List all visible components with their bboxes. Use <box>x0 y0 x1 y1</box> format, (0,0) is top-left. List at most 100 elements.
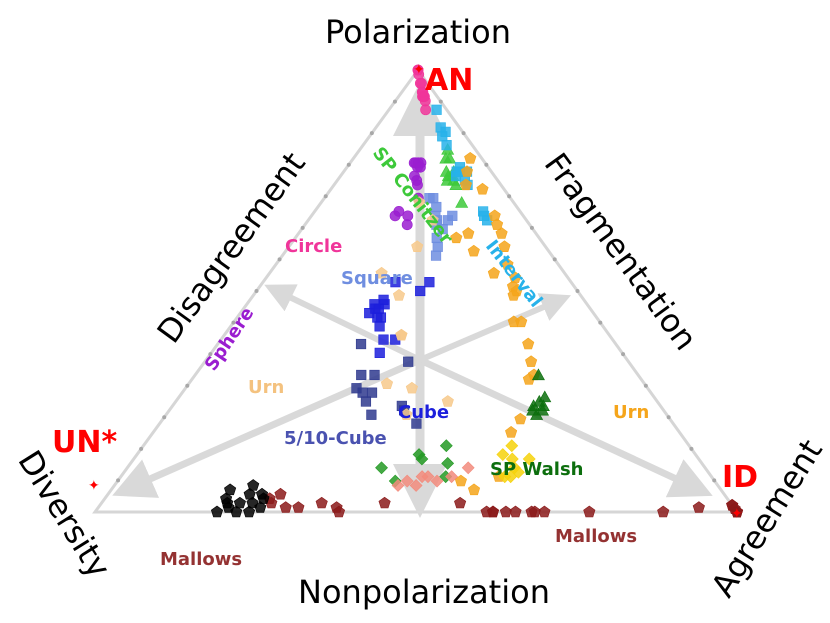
point-sphere <box>389 210 401 222</box>
cluster-label-circle: Circle <box>285 236 342 257</box>
cluster-label-sphere: Sphere <box>201 303 259 374</box>
point-cube <box>378 294 389 305</box>
point-mallows <box>583 505 596 518</box>
point-mallows <box>279 501 292 513</box>
point-mallows <box>538 505 551 518</box>
point-mallows <box>509 505 522 518</box>
point-sp-walsh <box>536 403 550 416</box>
arrow-to-upper-left <box>264 284 422 363</box>
point-un-cluster <box>210 505 224 518</box>
point-cube <box>378 334 389 345</box>
point-mallows <box>274 487 287 500</box>
frame-tick-left <box>392 99 397 104</box>
frame-tick-right <box>575 289 580 293</box>
point-yellow-diamonds <box>505 439 519 453</box>
frame-tick-right <box>712 478 717 483</box>
point-green-diamonds <box>439 439 453 453</box>
point-mallows <box>525 505 538 518</box>
point-sp-walsh <box>531 368 545 381</box>
point-interval <box>431 104 442 115</box>
point-urn <box>507 315 520 328</box>
point-cube <box>374 347 385 358</box>
point-sphere <box>402 210 414 222</box>
point-interval <box>437 131 448 142</box>
point-urn-left <box>400 408 413 420</box>
point-urn <box>505 426 518 438</box>
frame-tick-left <box>323 194 328 199</box>
point-sp-conitzer <box>443 151 457 164</box>
point-urn <box>491 218 504 230</box>
point-urn <box>498 240 511 252</box>
point-urn <box>462 227 475 239</box>
point-urn <box>522 337 535 350</box>
frame-tick-left <box>208 352 213 357</box>
point-un-cluster <box>221 496 234 509</box>
point-un-cluster <box>243 505 256 518</box>
point-salmon-diamonds <box>430 474 444 488</box>
point-mallows <box>692 501 705 513</box>
cluster-label-urn-right: Urn <box>613 402 649 423</box>
point-urn <box>467 244 480 257</box>
frame-tick-right <box>643 383 648 388</box>
point-mallows <box>332 505 346 518</box>
frame-tick-right <box>438 99 443 104</box>
point-circle <box>417 86 429 98</box>
point-un-cluster <box>230 505 243 518</box>
point-yellow-diamonds <box>498 470 512 484</box>
point-urn-left <box>426 213 439 226</box>
frame-tick-left <box>300 225 305 230</box>
arrow-to-diversity <box>112 356 422 498</box>
corner-markers: ✦ ✦ ✦ <box>88 62 743 522</box>
cluster-label-sp-walsh: SP Walsh <box>490 459 583 480</box>
frame-tick-right <box>621 352 626 357</box>
cluster-label-urn-left: Urn <box>248 377 284 398</box>
point-circle <box>420 104 432 116</box>
point-5-10-cube <box>360 396 372 407</box>
point-urn <box>450 231 463 244</box>
point-urn <box>510 284 523 297</box>
point-urn <box>476 182 489 195</box>
point-salmon-diamonds <box>409 479 423 492</box>
frame-tick-right <box>598 320 603 325</box>
point-circle <box>412 64 424 76</box>
cluster-label-square: Square <box>341 268 413 289</box>
frame-tick-right <box>529 225 534 230</box>
frame-tick-left <box>369 131 374 136</box>
point-mallows <box>292 501 305 513</box>
point-urn <box>525 355 538 367</box>
point-square <box>430 250 442 261</box>
point-sphere <box>414 161 426 173</box>
frame-tick-left <box>231 320 236 325</box>
point-urn <box>501 258 514 270</box>
point-mallows <box>315 496 328 509</box>
point-5-10-cube <box>411 418 422 429</box>
point-sphere <box>412 179 423 191</box>
point-un-cluster <box>233 496 246 509</box>
point-un-cluster <box>254 501 267 513</box>
point-urn-left <box>392 289 406 301</box>
point-interval <box>441 140 452 151</box>
point-5-10-cube <box>351 383 362 394</box>
axis-title-bottom-left: Diversity <box>10 444 118 585</box>
point-mallows <box>730 505 744 518</box>
point-salmon-diamonds <box>461 461 475 475</box>
cluster-label-mallows-right: Mallows <box>555 526 637 547</box>
point-urn-left <box>441 395 454 407</box>
point-salmon-diamonds <box>445 470 459 484</box>
point-urn <box>459 178 472 191</box>
point-urn-left <box>411 240 424 252</box>
point-square <box>437 224 448 235</box>
point-green-diamonds <box>415 452 429 466</box>
point-sp-walsh <box>526 403 540 416</box>
point-cube <box>415 285 426 297</box>
point-cube <box>424 277 435 288</box>
cluster-label-mallows-left: Mallows <box>160 549 242 570</box>
frame-tick-right <box>689 446 694 451</box>
frame-tick-left <box>139 446 144 451</box>
point-interval <box>478 206 489 217</box>
point-urn <box>495 227 508 239</box>
point-5-10-cube <box>403 356 414 367</box>
frame-tick-right <box>461 131 466 136</box>
